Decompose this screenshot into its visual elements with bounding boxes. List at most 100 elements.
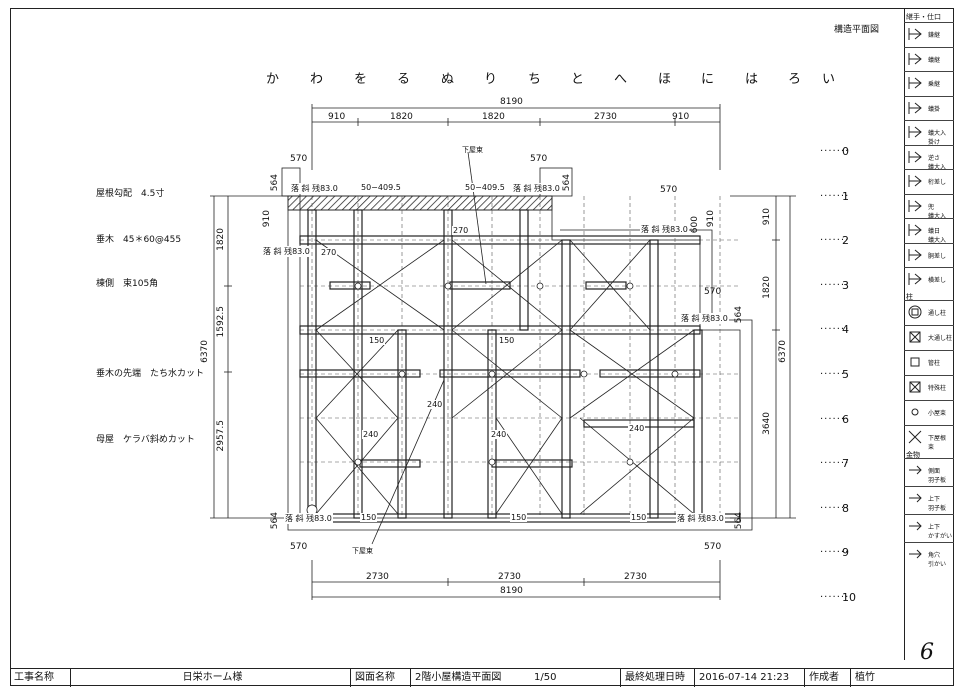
legend-symbol-icon xyxy=(907,329,923,345)
dim-left-seg: 1592.5 xyxy=(216,306,226,338)
drawing-label: 図面名称 xyxy=(350,669,410,687)
dim-overhang: 570 xyxy=(660,185,678,195)
legend-item: 蟻掛 xyxy=(904,95,954,120)
dim-overhang-side: 564 xyxy=(734,306,744,324)
dim-overhang-side: 564 xyxy=(562,174,572,192)
label-beam-240: 240 xyxy=(362,430,380,439)
legend-label: 乗継 xyxy=(928,81,941,88)
dim-overhang: 570 xyxy=(704,287,722,297)
grid-letter: る xyxy=(397,72,411,87)
label-beam-240: 240 xyxy=(426,400,444,409)
dim-small: 910 xyxy=(262,210,272,228)
legend-symbol-icon xyxy=(907,149,923,165)
legend-label: 特殊柱 xyxy=(928,385,947,392)
dim-bottom-seg: 2730 xyxy=(498,572,521,582)
dim-bottom-total: 8190 xyxy=(500,586,523,596)
legend-symbol-icon xyxy=(907,404,923,420)
label-beam-270: 270 xyxy=(320,248,338,257)
dim-overhang: 570 xyxy=(290,154,308,164)
grid-letter: へ xyxy=(614,72,628,87)
legend-section-title: 継手・仕口 xyxy=(906,13,941,21)
dim-left-total: 6370 xyxy=(200,340,210,363)
legend-label: 蟻大入 掛け xyxy=(928,130,947,146)
legend-item: 特殊柱 xyxy=(904,375,954,399)
legend-symbol-icon xyxy=(907,304,923,320)
dim-top-total: 8190 xyxy=(500,97,523,107)
legend-item: 上下 かすがい xyxy=(904,514,954,540)
row-number: 5 xyxy=(842,368,849,381)
label-ochi: 落 斜 残83.0 xyxy=(290,183,339,194)
legend-item: 小屋束 xyxy=(904,400,954,424)
dim-small: 600 xyxy=(690,216,700,234)
dim-small: 910 xyxy=(706,210,716,228)
project-label: 工事名称 xyxy=(14,672,54,683)
drawing-frame xyxy=(10,8,954,686)
legend-label: 通し柱 xyxy=(928,310,947,317)
label-ochi: 落 斜 残83.0 xyxy=(640,224,689,235)
legend-label: 胴差し xyxy=(928,252,947,260)
legend-item: 側面 羽子板 xyxy=(904,458,954,484)
legend-symbol-icon xyxy=(907,354,923,370)
grid-letter: い xyxy=(822,72,836,87)
row-number: 4 xyxy=(842,323,849,336)
dim-overhang: 570 xyxy=(704,542,722,552)
legend-item: 蟻大入 掛け xyxy=(904,120,954,146)
dim-overhang-side: 564 xyxy=(270,174,280,192)
dim-left-seg: 2957.5 xyxy=(216,420,226,452)
dim-top-seg: 1820 xyxy=(482,112,505,122)
dim-top-seg: 1820 xyxy=(390,112,413,122)
dim-overhang-side: 564 xyxy=(734,512,744,530)
legend-label: 上下 かすがい xyxy=(928,524,953,540)
note-rafter-end: 垂木の先端 たち水カット xyxy=(96,369,205,379)
note-gable: 母屋 ケラバ斜めカット xyxy=(96,435,195,445)
grid-letter: り xyxy=(484,72,498,87)
grid-letter: は xyxy=(745,72,759,87)
legend-symbol-icon xyxy=(907,173,923,189)
title-block: 工事名称 日栄ホーム様 図面名称 2階小屋構造平面図 1/50 最終処理日時 2… xyxy=(10,668,954,687)
label-beam-150: 150 xyxy=(360,513,378,522)
row-number: 10 xyxy=(842,591,856,604)
label-ochi: 落 斜 残83.0 xyxy=(284,513,333,524)
row-number: 9 xyxy=(842,546,849,559)
legend-item: 通し柱 xyxy=(904,300,954,324)
dim-right-total: 6370 xyxy=(778,340,788,363)
grid-letter: ち xyxy=(528,72,542,87)
legend-item: 下屋根 束 xyxy=(904,425,954,451)
label-beam-150: 150 xyxy=(510,513,528,522)
legend-panel xyxy=(904,8,955,660)
legend-item: 桁差し xyxy=(904,169,954,193)
legend-item: 蟻日 蟻大入 xyxy=(904,218,954,244)
page-number: 6 xyxy=(920,640,934,665)
processed-label: 最終処理日時 xyxy=(620,669,694,687)
row-number: 7 xyxy=(842,457,849,470)
legend-label: 大通し柱 xyxy=(928,335,953,342)
legend-label: 蟻掛 xyxy=(928,105,941,113)
dim-overhang-side: 564 xyxy=(270,512,280,530)
author-value: 植竹 xyxy=(850,669,954,687)
legend-symbol-icon xyxy=(907,198,923,214)
legend-symbol-icon xyxy=(907,546,923,562)
note-roof-pitch: 屋根勾配 4.5寸 xyxy=(96,189,165,199)
row-number: 1 xyxy=(842,190,849,203)
legend-symbol-icon xyxy=(907,100,923,116)
legend-item: 逆さ 蟻大入 xyxy=(904,144,954,171)
label-beam: 50−409.5 xyxy=(464,183,506,192)
grid-letter: ぬ xyxy=(441,72,455,87)
legend-symbol-icon xyxy=(907,518,923,534)
legend-symbol-icon xyxy=(907,26,923,42)
legend-symbol-icon xyxy=(907,124,923,140)
project-value: 日栄ホーム様 xyxy=(70,669,350,687)
legend-label: 下屋根 束 xyxy=(928,435,947,451)
drawing-value: 2階小屋構造平面図 xyxy=(410,669,530,687)
grid-letter: ろ xyxy=(788,72,802,87)
label-ochi: 落 斜 残83.0 xyxy=(262,246,311,257)
dim-overhang: 570 xyxy=(290,542,308,552)
grid-letter: ほ xyxy=(658,72,672,87)
label-shita-tsuka: 下屋束 xyxy=(352,547,373,555)
dim-bottom-seg: 2730 xyxy=(624,572,647,582)
legend-label: 桁差し xyxy=(928,179,947,186)
legend-symbol-icon xyxy=(907,490,923,506)
row-number: 3 xyxy=(842,279,849,292)
